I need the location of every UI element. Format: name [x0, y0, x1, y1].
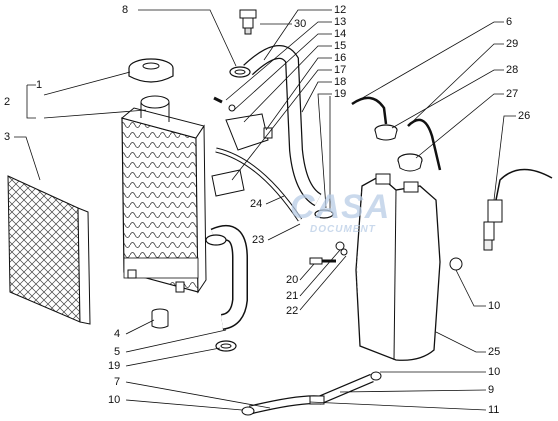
rubber-mount — [151, 308, 169, 329]
part-label-15: 15 — [334, 40, 347, 52]
part-label-22: 22 — [286, 305, 299, 317]
part-label-11: 11 — [488, 404, 500, 416]
part-label-25: 25 — [488, 346, 501, 358]
watermark-logo: CASA DOCUMENT — [290, 188, 391, 235]
screw-and-washers — [309, 241, 348, 265]
radiator — [120, 95, 207, 294]
tank-cap-28 — [374, 124, 398, 141]
part-label-23: 23 — [252, 234, 265, 246]
part-label-9: 9 — [488, 384, 495, 396]
part-label-19-lower: 19 — [108, 360, 121, 372]
watermark-logo-text: CASA — [290, 188, 391, 226]
part-label-17: 17 — [334, 64, 347, 76]
part-label-8: 8 — [122, 4, 129, 16]
part-label-5: 5 — [114, 346, 121, 358]
part-label-18: 18 — [334, 76, 347, 88]
part-label-6: 6 — [506, 16, 513, 28]
part-label-3: 3 — [4, 131, 11, 143]
part-label-2: 2 — [4, 96, 11, 108]
part-label-1: 1 — [36, 79, 43, 91]
part-label-12: 12 — [334, 4, 347, 16]
bracket-assembly — [211, 96, 273, 197]
overflow-pipe — [215, 147, 303, 222]
radiator-cap — [128, 58, 174, 83]
part-label-10-left: 10 — [108, 394, 121, 406]
part-label-16: 16 — [334, 52, 347, 64]
lower-hose — [210, 224, 248, 330]
part-label-24: 24 — [250, 198, 263, 210]
part-label-26: 26 — [518, 110, 531, 122]
part-label-28: 28 — [506, 64, 519, 76]
watermark-subtext: DOCUMENT — [310, 224, 376, 235]
level-sensor — [483, 168, 553, 251]
part-label-10-right: 10 — [488, 300, 501, 312]
part-label-20: 20 — [286, 274, 299, 286]
hose-clamp-18 — [314, 209, 334, 219]
drain-hose — [241, 371, 382, 416]
tank-cap-27 — [397, 153, 423, 172]
part-label-19-upper: 19 — [334, 88, 347, 100]
hose-clamp-19a — [205, 234, 227, 246]
part-label-29: 29 — [506, 38, 519, 50]
fan-grille — [7, 175, 91, 325]
part-label-30: 30 — [294, 18, 307, 30]
upper-hose — [243, 45, 322, 207]
hose-clamp-8 — [229, 66, 251, 78]
hose-clamp-19b — [215, 340, 237, 352]
part-label-10-lower-right: 10 — [488, 366, 501, 378]
part-label-7: 7 — [114, 376, 121, 388]
part-label-13: 13 — [334, 16, 347, 28]
plug-10 — [449, 257, 463, 271]
part-label-4: 4 — [114, 328, 121, 340]
part-label-14: 14 — [334, 28, 347, 40]
expansion-tank — [355, 173, 441, 361]
leader-lines — [14, 9, 516, 411]
part-label-27: 27 — [506, 88, 519, 100]
thermo-switch — [239, 9, 257, 35]
part-label-21: 21 — [286, 290, 299, 302]
